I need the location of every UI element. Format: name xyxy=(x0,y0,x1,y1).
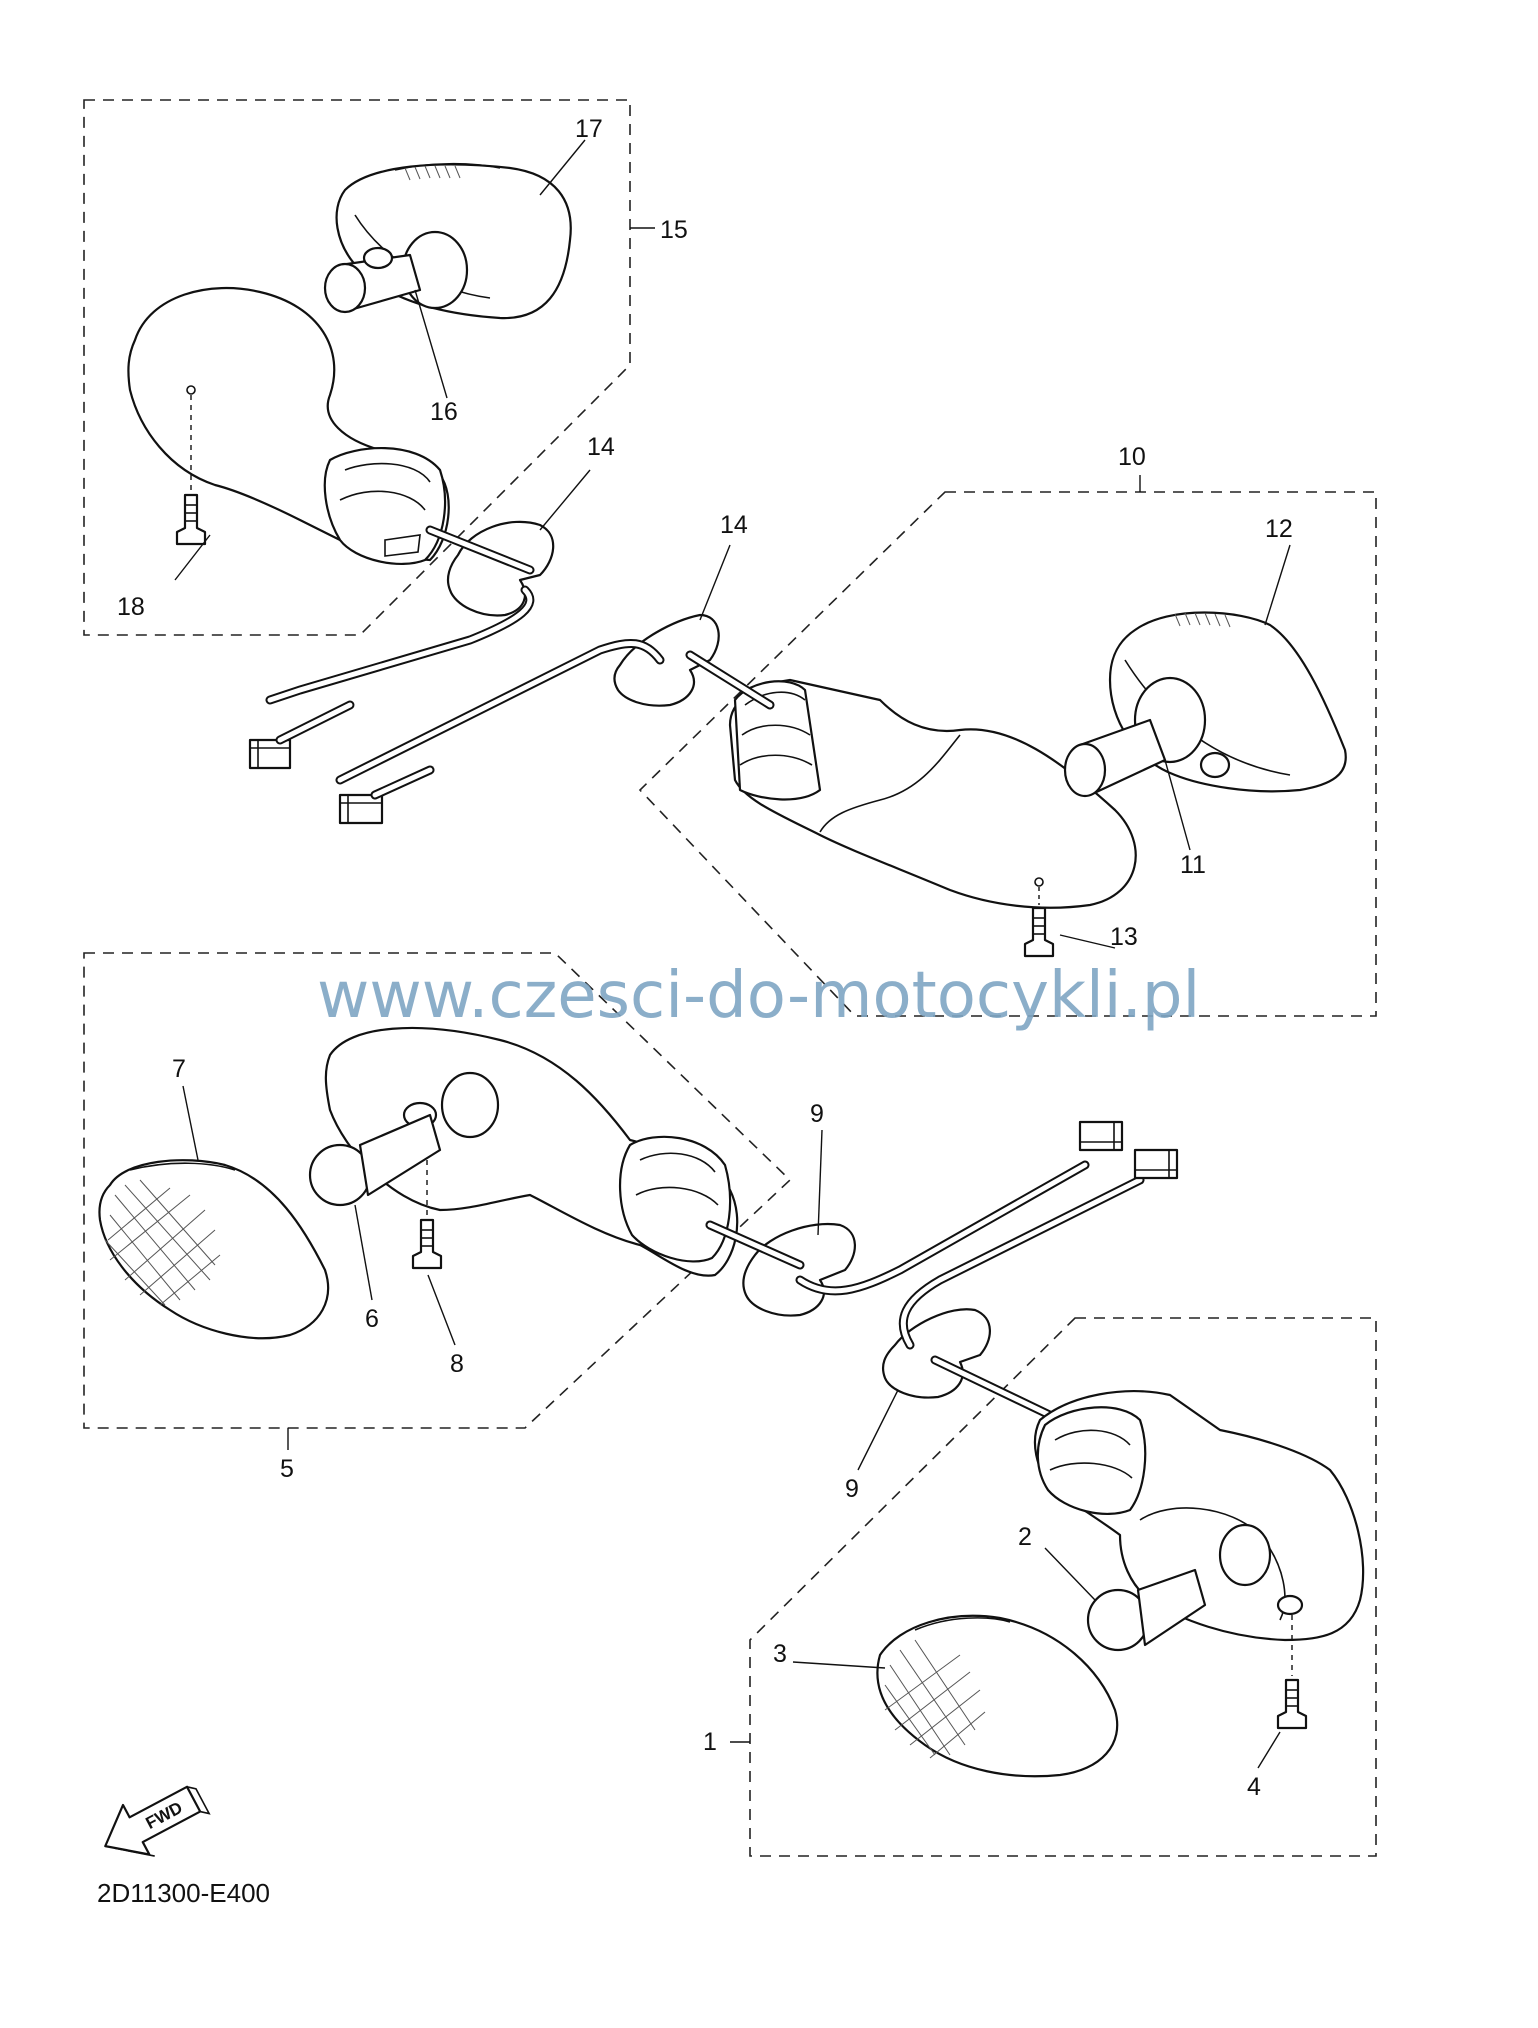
label-9a: 9 xyxy=(810,1100,824,1128)
part-number-labels: 17 15 16 14 14 18 10 12 11 13 7 9 6 8 5 … xyxy=(117,115,1293,1801)
connector-9b xyxy=(1133,1148,1179,1180)
screw-13 xyxy=(1023,906,1055,958)
grommet-14a xyxy=(446,520,555,617)
connector-14b xyxy=(338,793,384,825)
connector-9a xyxy=(1078,1120,1124,1152)
label-3: 3 xyxy=(773,1640,787,1668)
fwd-arrow-icon xyxy=(104,1785,202,1856)
label-5: 5 xyxy=(280,1455,294,1483)
diagram-code: 2D11300-E400 xyxy=(97,1878,270,1908)
label-17: 17 xyxy=(575,115,603,143)
lens-7-grid xyxy=(104,1179,221,1306)
assembly-1-dashed-boundary xyxy=(749,1317,1377,1857)
label-12: 12 xyxy=(1265,515,1293,543)
assembly-1-front-right-flasher xyxy=(749,1148,1377,1857)
assembly-5-front-left-flasher xyxy=(83,952,1124,1429)
screw-18 xyxy=(175,493,207,546)
label-14a: 14 xyxy=(587,433,615,461)
lens-3 xyxy=(876,1614,1119,1778)
label-10: 10 xyxy=(1118,443,1146,471)
label-15: 15 xyxy=(660,216,688,244)
assembly-10-rear-right-flasher xyxy=(335,491,1377,1017)
label-9b: 9 xyxy=(845,1475,859,1503)
connector-14a xyxy=(248,738,292,770)
screw-4 xyxy=(1276,1678,1308,1730)
leader-lines xyxy=(174,139,1291,1769)
grommet-9a xyxy=(742,1222,856,1317)
fwd-arrow: FWD xyxy=(104,1785,211,1857)
flasher-housing-10 xyxy=(728,678,1137,909)
assembly-15-dashed-boundary xyxy=(83,99,631,636)
lens-7 xyxy=(98,1159,330,1340)
label-1: 1 xyxy=(703,1728,717,1756)
grommet-14b xyxy=(613,613,720,707)
label-2: 2 xyxy=(1018,1523,1032,1551)
label-4: 4 xyxy=(1247,1773,1261,1801)
assembly-15-rear-left-flasher xyxy=(83,99,631,770)
label-7: 7 xyxy=(172,1055,186,1083)
label-11: 11 xyxy=(1180,851,1206,879)
lens-3-grid xyxy=(884,1639,986,1759)
screw-8 xyxy=(411,1218,443,1270)
watermark: www.czesci-do-motocykli.pl xyxy=(317,959,1200,1033)
label-18: 18 xyxy=(117,593,145,621)
label-16: 16 xyxy=(430,398,458,426)
assembly-5-dashed-boundary xyxy=(83,952,792,1429)
label-6: 6 xyxy=(365,1305,379,1333)
label-13: 13 xyxy=(1110,923,1138,951)
label-8: 8 xyxy=(450,1350,464,1378)
label-14b: 14 xyxy=(720,511,748,539)
